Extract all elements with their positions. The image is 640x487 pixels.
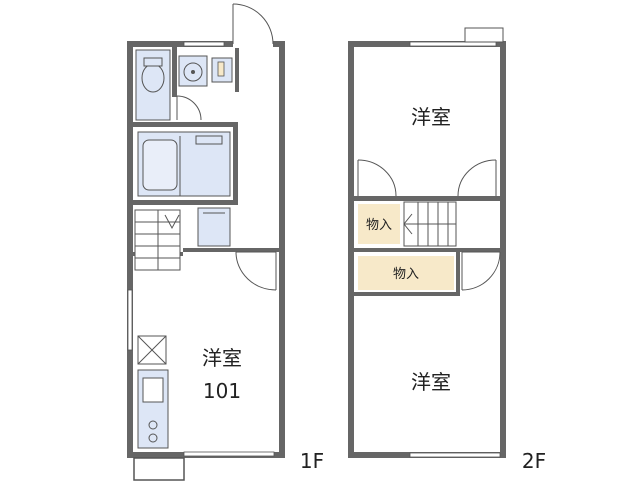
entrance-door [232,3,274,48]
closet-label-upper: 物入 [366,218,392,233]
bedroom-upper-doors [357,159,497,197]
utility-closet [197,207,231,247]
first-floor [127,3,285,481]
second-floor [348,27,506,458]
room-number-101: 101 [203,379,241,403]
closet-upper [358,204,400,244]
second-floor-windows [409,41,501,458]
room-label-lower: 洋室 [411,370,451,394]
kitchen-counter [137,369,169,449]
staircase-first-floor [134,209,181,271]
aircon-box [464,27,504,43]
room-door-101 [235,251,277,291]
staircase-second-floor [403,201,457,247]
toilet [135,49,171,121]
closet-label-lower: 物入 [393,267,419,282]
first-floor-windows [127,41,275,457]
room-label-101: 洋室 [202,346,242,370]
balcony [133,457,185,481]
bedroom-lower-door [461,251,501,291]
kitchen-vent [137,335,167,365]
washbasin [178,55,208,87]
floor-label-2f: 2F [522,449,546,473]
bathtub [137,131,231,197]
room-label-upper: 洋室 [411,105,451,129]
second-floor-inner-walls [354,196,500,296]
bathroom-door [176,95,202,121]
floor-label-1f: 1F [300,449,324,473]
washer-space [211,57,233,83]
closet-lower [358,256,454,290]
